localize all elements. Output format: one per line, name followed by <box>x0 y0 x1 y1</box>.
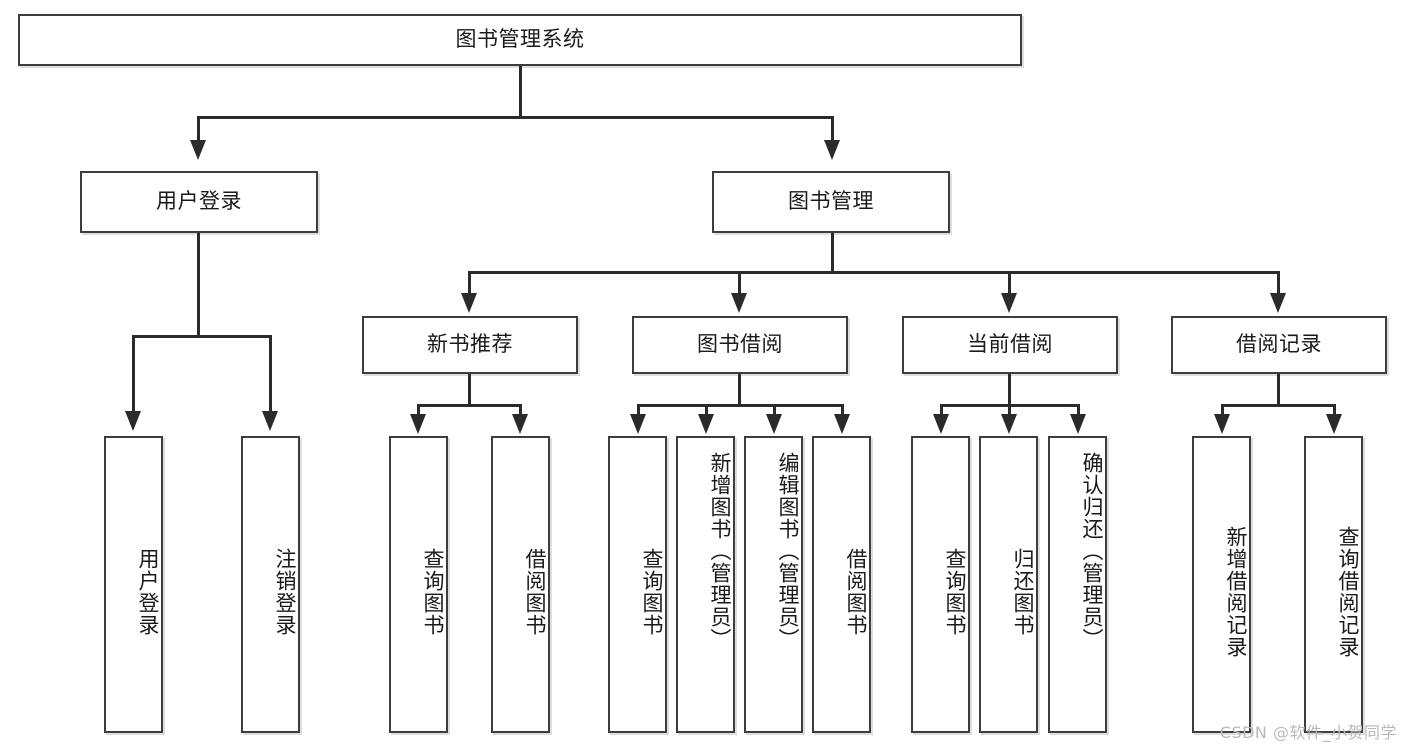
edge-book-borrow-drop-4 <box>841 404 844 416</box>
arrow-to-borrow-record <box>1270 293 1286 313</box>
edge-current-borrow-stem <box>1008 374 1011 406</box>
node-new-book-recommend[interactable]: 新书推荐 <box>362 316 578 374</box>
leaf-logout[interactable]: 注销登录 <box>241 436 300 733</box>
arrow-to-new-book-recommend <box>461 293 477 313</box>
edge-new-book-drop-2 <box>519 404 522 416</box>
edge-current-borrow-drop-1 <box>940 404 943 416</box>
edge-root-bus <box>197 116 834 119</box>
arrow-to-current-borrow <box>1001 293 1017 313</box>
edge-user-login-drop-1 <box>132 335 135 413</box>
arrow-to-leaf-query-book-2 <box>630 414 646 434</box>
arrow-to-leaf-user-login <box>125 411 141 431</box>
edge-user-login-stem <box>197 233 200 337</box>
leaf-add-book-admin[interactable]: 新增图书（管理员） <box>676 436 735 733</box>
arrow-to-book-manage <box>824 140 840 160</box>
arrow-to-leaf-add-book <box>698 414 714 434</box>
leaf-query-book-borrow[interactable]: 查询图书 <box>608 436 667 733</box>
edge-borrow-record-bus <box>1221 404 1336 407</box>
edge-borrow-record-drop-1 <box>1221 404 1224 416</box>
edge-borrow-record-drop-2 <box>1333 404 1336 416</box>
node-book-borrow[interactable]: 图书借阅 <box>632 316 848 374</box>
arrow-to-leaf-logout <box>262 411 278 431</box>
arrow-to-book-borrow <box>731 293 747 313</box>
leaf-add-borrow-record[interactable]: 新增借阅记录 <box>1192 436 1251 733</box>
edge-book-borrow-bus <box>637 404 843 407</box>
arrow-to-leaf-borrow-book-2 <box>834 414 850 434</box>
edge-root-to-user-login <box>197 116 200 142</box>
csdn-watermark: CSDN @软件_小贺同学 <box>1219 723 1397 742</box>
arrow-to-leaf-query-book-3 <box>933 414 949 434</box>
edge-book-manage-stem <box>831 233 834 273</box>
edge-current-borrow-drop-2 <box>1008 404 1011 416</box>
edge-book-manage-bus <box>468 271 1279 274</box>
node-borrow-record[interactable]: 借阅记录 <box>1171 316 1387 374</box>
edge-user-login-bus <box>132 335 272 338</box>
leaf-borrow-book-recommend[interactable]: 借阅图书 <box>491 436 550 733</box>
arrow-to-leaf-query-record <box>1326 414 1342 434</box>
edge-book-manage-drop-1 <box>468 271 471 295</box>
edge-user-login-drop-2 <box>269 335 272 413</box>
leaf-confirm-return-admin[interactable]: 确认归还（管理员） <box>1048 436 1107 733</box>
edge-new-book-bus <box>417 404 522 407</box>
edge-root-to-book-manage <box>831 116 834 142</box>
edge-new-book-drop-1 <box>417 404 420 416</box>
leaf-borrow-book[interactable]: 借阅图书 <box>812 436 871 733</box>
edge-book-borrow-drop-2 <box>705 404 708 416</box>
arrow-to-leaf-add-record <box>1214 414 1230 434</box>
edge-book-borrow-drop-3 <box>773 404 776 416</box>
edge-current-borrow-drop-3 <box>1077 404 1080 416</box>
node-current-borrow[interactable]: 当前借阅 <box>902 316 1118 374</box>
node-user-login[interactable]: 用户登录 <box>80 171 318 233</box>
arrow-to-leaf-confirm-return <box>1070 414 1086 434</box>
edge-book-borrow-drop-1 <box>637 404 640 416</box>
edge-root-stem <box>519 66 522 118</box>
node-root-system[interactable]: 图书管理系统 <box>18 14 1022 66</box>
edge-book-borrow-stem <box>738 374 741 406</box>
leaf-query-borrow-record[interactable]: 查询借阅记录 <box>1304 436 1363 733</box>
leaf-query-book-current[interactable]: 查询图书 <box>911 436 970 733</box>
leaf-user-login[interactable]: 用户登录 <box>104 436 163 733</box>
edge-new-book-stem <box>468 374 471 406</box>
leaf-query-book-recommend[interactable]: 查询图书 <box>389 436 448 733</box>
node-book-management[interactable]: 图书管理 <box>712 171 950 233</box>
edge-book-manage-drop-4 <box>1277 271 1280 295</box>
edge-book-manage-drop-3 <box>1008 271 1011 295</box>
edge-book-manage-drop-2 <box>738 271 741 295</box>
arrow-to-leaf-borrow-book-1 <box>512 414 528 434</box>
edge-borrow-record-stem <box>1277 374 1280 406</box>
arrow-to-leaf-edit-book <box>766 414 782 434</box>
arrow-to-leaf-query-book-1 <box>410 414 426 434</box>
arrow-to-leaf-return-book <box>1001 414 1017 434</box>
leaf-edit-book-admin[interactable]: 编辑图书（管理员） <box>744 436 803 733</box>
arrow-to-user-login <box>190 140 206 160</box>
leaf-return-book[interactable]: 归还图书 <box>979 436 1038 733</box>
